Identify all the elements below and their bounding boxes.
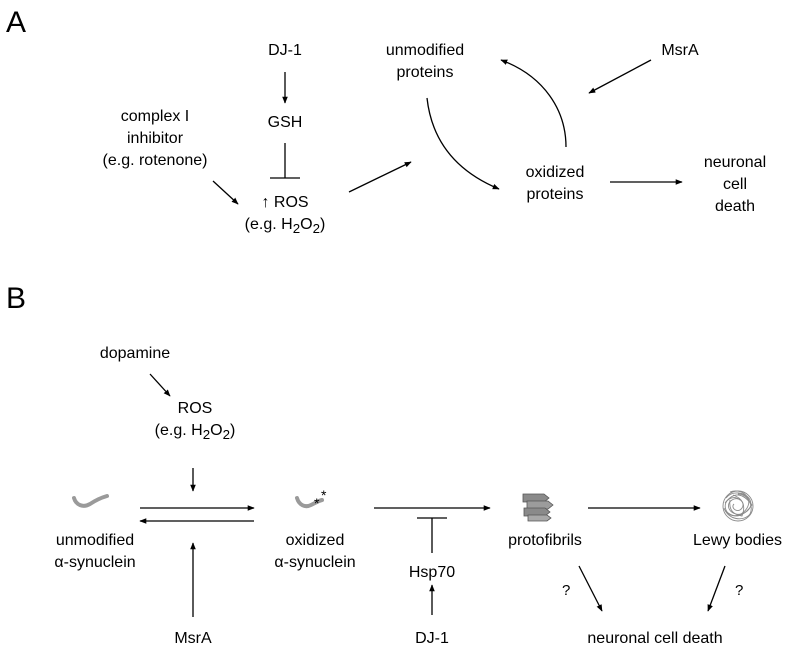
msra-label-b: MsrA bbox=[174, 630, 212, 647]
unmodified-synuclein-icon bbox=[72, 494, 109, 508]
protofibrils-label: protofibrils bbox=[508, 532, 582, 549]
panel-b-label: B bbox=[6, 282, 27, 315]
up-arrow-icon: ↑ bbox=[261, 194, 270, 211]
complex-inhibitor-label: complex I inhibitor (e.g. rotenone) bbox=[102, 108, 208, 169]
arrow-ros-to-proteins bbox=[348, 161, 412, 193]
arrow-inhibitor-to-ros bbox=[212, 180, 239, 205]
protofibril-icon bbox=[522, 493, 554, 522]
inhibit-gsh-to-ros bbox=[270, 143, 300, 179]
arrow-lewy-to-death bbox=[707, 565, 726, 612]
oxidized-synuclein-icon bbox=[295, 496, 324, 509]
lewy-body-icon bbox=[722, 490, 754, 522]
arrow-unmodified-to-oxidized bbox=[426, 97, 500, 190]
arrow-dopamine-to-ros bbox=[149, 373, 171, 397]
neuronal-death-label-a: neuronal cell death bbox=[703, 154, 767, 215]
oxidized-synuclein-label: oxidized α-synuclein bbox=[274, 532, 356, 571]
inhibit-hsp70-to-fibrillization bbox=[417, 517, 447, 553]
oxidation-mark-2: * bbox=[321, 487, 327, 503]
msra-label-a: MsrA bbox=[661, 42, 699, 59]
hsp70-label: Hsp70 bbox=[408, 564, 456, 581]
neuronal-death-label-b: neuronal cell death bbox=[587, 630, 723, 647]
arrow-oxidized-to-unmodified bbox=[500, 59, 567, 148]
arrow-protofibrils-to-death bbox=[578, 565, 603, 612]
dopamine-label: dopamine bbox=[99, 345, 171, 362]
panel-a-label: A bbox=[6, 6, 27, 39]
dj1-label-a: DJ-1 bbox=[268, 42, 302, 59]
lewy-bodies-label: Lewy bodies bbox=[693, 532, 782, 549]
unmodified-proteins-label: unmodified proteins bbox=[385, 42, 465, 81]
oxidation-mark-1: * bbox=[314, 495, 320, 511]
gsh-label: GSH bbox=[267, 114, 303, 131]
dj1-label-b: DJ-1 bbox=[415, 630, 449, 647]
ros-label-b: ROS (e.g. H2O2) bbox=[154, 400, 236, 443]
unmodified-synuclein-label: unmodified α-synuclein bbox=[54, 532, 136, 571]
question-mark-lewy: ? bbox=[735, 582, 744, 599]
arrow-msra-to-cycle bbox=[588, 59, 652, 94]
oxidized-proteins-label: oxidized proteins bbox=[525, 164, 585, 203]
question-mark-protofibrils: ? bbox=[562, 582, 571, 599]
ros-label-a: ↑ ROS (e.g. H2O2) bbox=[244, 194, 326, 237]
